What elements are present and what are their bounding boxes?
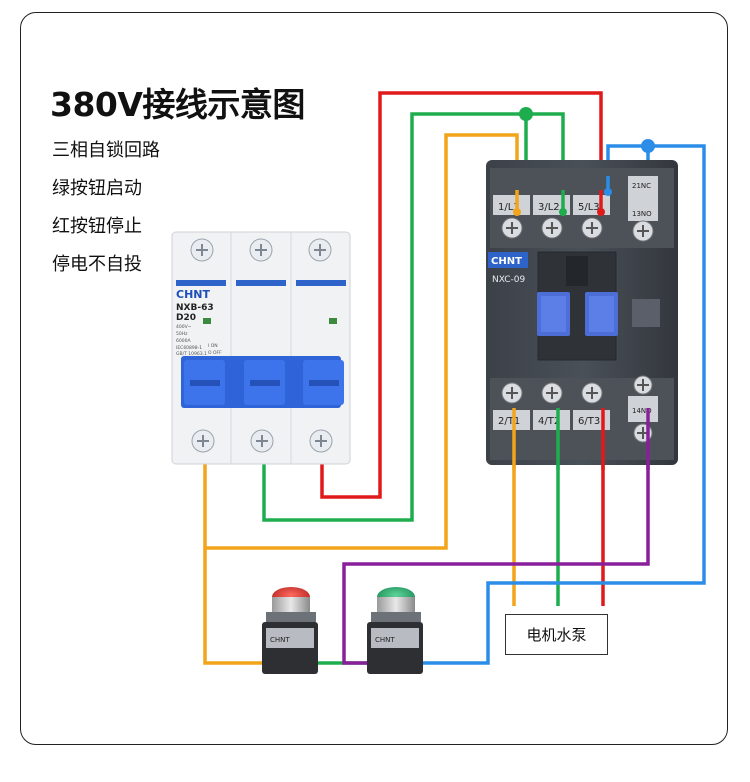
terminal-3-l2: 3/L2 (538, 202, 560, 213)
breaker-spec-2: 50Hz (176, 331, 188, 337)
breaker-on-label: I ON (208, 343, 218, 349)
wire-orange-phase (203, 133, 519, 550)
wire-green-phase (262, 112, 565, 522)
terminal-21nc: 21NC (632, 182, 651, 190)
junction-dot-green (519, 107, 533, 121)
wire-blue-control (420, 144, 706, 665)
contactor-top-screws (501, 217, 654, 242)
terminal-14no: 14NO (632, 407, 652, 415)
ac-contactor: 1/L1 3/L2 5/L3 21NC 13NO CHNT NXC-09 2/T… (486, 160, 678, 465)
motor-pump-label: 电机水泵 (526, 626, 587, 644)
breaker-handles (181, 356, 344, 408)
breaker-spec-4: IEC60898-1 (176, 345, 202, 351)
start-button[interactable]: CHNT (367, 587, 423, 674)
terminal-5-l3: 5/L3 (578, 202, 600, 213)
breaker-bottom-screws (191, 429, 333, 453)
wire-orange-control (203, 548, 270, 665)
page-title: 380V接线示意图 (50, 85, 305, 124)
note-line-2: 绿按钮启动 (52, 178, 142, 199)
terminal-1-l1: 1/L1 (498, 202, 520, 213)
stop-button-brand: CHNT (270, 636, 290, 644)
note-line-3: 红按钮停止 (52, 216, 142, 237)
terminal-6-t3: 6/T3 (578, 416, 600, 427)
circuit-breaker: CHNT NXB-63 D20 400V~ 50Hz 6000A IEC6089… (171, 231, 351, 465)
terminal-4-t2: 4/T2 (538, 416, 560, 427)
breaker-spec-3: 6000A (176, 338, 191, 344)
stop-button[interactable]: CHNT (262, 587, 318, 674)
breaker-brand: CHNT (176, 288, 210, 301)
breaker-off-label: O OFF (208, 350, 222, 356)
contactor-bottom-screws (501, 375, 653, 443)
breaker-model: NXB-63 (176, 303, 214, 313)
junction-dot-blue (641, 139, 655, 153)
wire-purple-control (342, 418, 650, 665)
breaker-rating: D20 (176, 313, 196, 323)
terminal-13no: 13NO (632, 210, 652, 218)
note-line-1: 三相自锁回路 (52, 140, 160, 161)
start-button-brand: CHNT (375, 636, 395, 644)
wire-red-phase (320, 91, 603, 499)
motor-pump-box: 电机水泵 (505, 614, 608, 655)
terminal-2-t1: 2/T1 (498, 416, 520, 427)
contactor-brand: CHNT (491, 256, 522, 267)
frame-border (20, 12, 728, 745)
breaker-top-screws (190, 238, 332, 262)
contactor-model: NXC-09 (492, 275, 526, 285)
breaker-spec-5: GB/T 10963.1 (176, 351, 207, 357)
breaker-spec-1: 400V~ (176, 324, 192, 330)
note-line-4: 停电不自投 (52, 254, 142, 275)
